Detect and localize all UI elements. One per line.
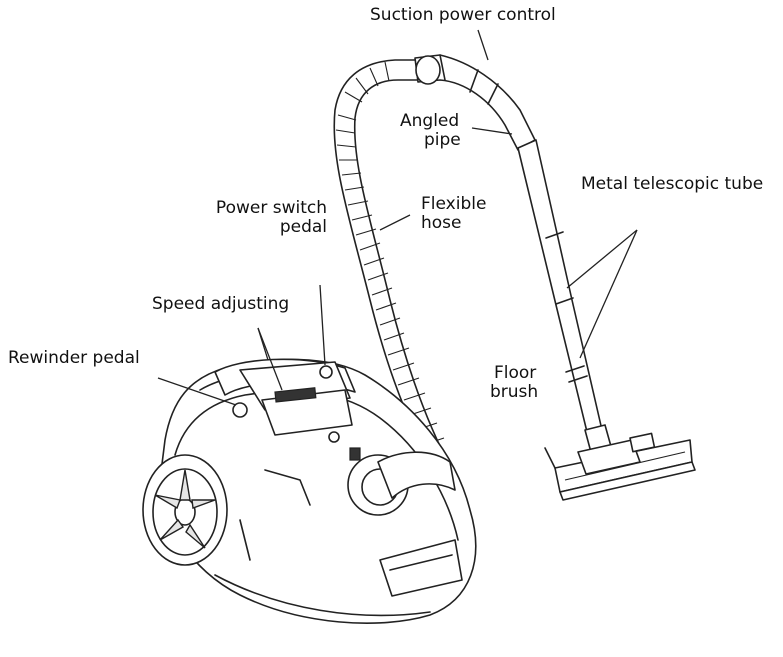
label-floor-brush-line2: brush [490,382,539,402]
leader-lines [157,29,638,406]
label-power-switch-pedal-line2: pedal [279,217,327,237]
floor-brush-shape [544,424,696,501]
label-angled-pipe-line1: Angled [400,111,460,131]
label-power-switch-pedal-line1: Power switch [215,198,327,218]
label-flexible-hose-line1: Flexible [421,194,487,214]
label-angled-pipe-line2: pipe [424,130,461,150]
wheel [142,454,228,566]
vacuum-body [159,358,477,624]
label-rewinder-pedal: Rewinder pedal [8,348,140,368]
label-suction-power-control: Suction power control [370,5,556,25]
label-flexible-hose-line2: hose [421,213,462,233]
label-metal-telescopic-tube: Metal telescopic tube [581,174,764,194]
label-speed-adjusting: Speed adjusting [152,294,290,314]
label-floor-brush-line1: Floor [494,363,537,383]
